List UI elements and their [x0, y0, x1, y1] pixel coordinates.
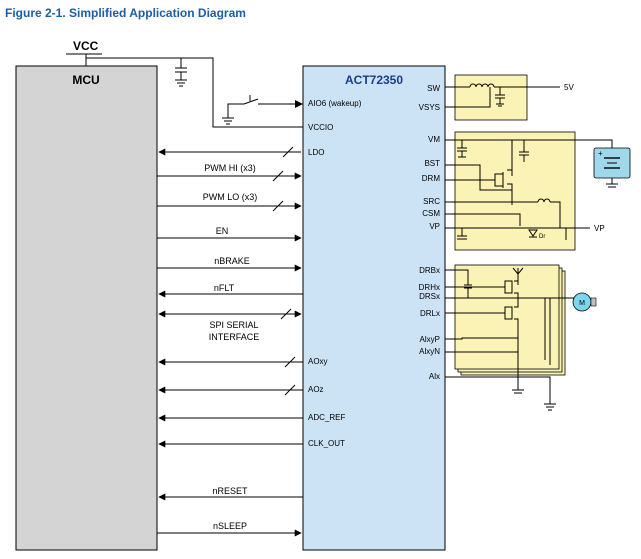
signal-nsleep: nSLEEP [213, 521, 247, 531]
battery-icon: + [593, 147, 631, 188]
mcu-label: MCU [72, 73, 99, 87]
motor-label: M [579, 300, 585, 307]
buck-block [454, 74, 528, 121]
spi-slash [280, 308, 292, 320]
pin-clk-out: CLK_OUT [308, 439, 345, 448]
signal-nbrake: nBRAKE [214, 256, 250, 266]
wakeup-switch [222, 95, 295, 125]
sense-inductor [537, 198, 551, 203]
pin-csm: CSM [422, 209, 440, 218]
pin-vm: VM [428, 135, 440, 144]
pin-ldo: LDO [308, 148, 324, 157]
label-vp-out: VP [594, 224, 605, 233]
gate-driver-circuit [445, 139, 613, 240]
aoz-slash [284, 384, 296, 396]
motor-icon [572, 292, 597, 312]
pin-vsys: VSYS [419, 103, 440, 112]
pin-drsx: DRSx [419, 292, 440, 301]
mcu-block [15, 65, 158, 551]
pin-drbx: DRBx [419, 266, 440, 275]
vcc-decoupling-cap [175, 58, 187, 87]
pin-aoz: AOz [308, 385, 324, 394]
ldo-slash [282, 146, 294, 158]
pin-vccio: VCCIO [308, 123, 333, 132]
signal-nreset: nRESET [212, 486, 248, 496]
signal-spi-2: INTERFACE [209, 332, 260, 342]
signal-en: EN [216, 226, 229, 236]
pin-alxyp: AlxyP [420, 335, 440, 344]
pin-vp: VP [429, 222, 440, 231]
pin-drlx: DRLx [420, 309, 440, 318]
svg-text:+: + [598, 149, 603, 158]
pin-src: SRC [423, 197, 440, 206]
signal-nflt: nFLT [214, 283, 235, 293]
vcc-label: VCC [73, 39, 99, 53]
buck-circuit [445, 83, 560, 108]
pwm-lo-slash [272, 200, 284, 212]
buck-inductor [469, 83, 495, 88]
pin-sw: SW [427, 84, 440, 93]
pin-aio6: AIO6 (wakeup) [308, 99, 362, 108]
vccio-wire [86, 57, 303, 128]
label-5v: 5V [564, 83, 574, 92]
signal-pwm-hi: PWM HI (x3) [204, 163, 256, 173]
label-dr: Dr [539, 234, 545, 240]
pin-drm: DRM [422, 174, 441, 183]
pin-bst: BST [424, 159, 440, 168]
pin-adc-ref: ADC_REF [308, 413, 345, 422]
pin-aoxy: AOxy [308, 357, 328, 366]
act72350-block [302, 65, 446, 551]
aoxy-slash [284, 356, 296, 368]
pwm-hi-slash [272, 170, 284, 182]
pin-alxyn: AlxyN [419, 347, 440, 356]
figure-title: Figure 2-1. Simplified Application Diagr… [5, 6, 246, 20]
gate-driver-block [454, 131, 576, 251]
signal-spi-1: SPI SERIAL [209, 320, 258, 330]
aio6-arrow [295, 100, 303, 108]
signal-pwm-lo: PWM LO (x3) [203, 192, 258, 202]
pin-alx: Alx [429, 372, 440, 381]
pin-drhx: DRHx [419, 283, 440, 292]
chip-label: ACT72350 [345, 73, 403, 87]
